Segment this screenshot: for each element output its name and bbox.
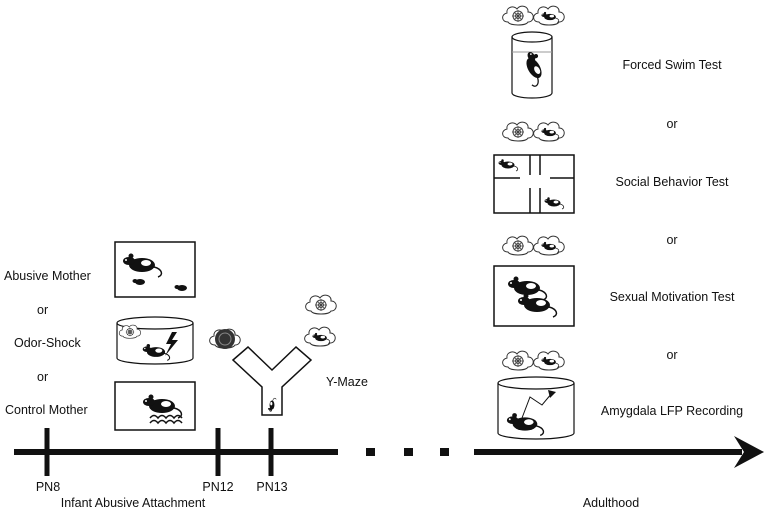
social-behavior-box <box>493 154 575 214</box>
test-sexual-motivation: Sexual Motivation Test <box>609 290 735 304</box>
condition-control-mother: Control Mother <box>5 403 88 417</box>
timeline-axis <box>14 428 764 476</box>
condition-abusive-mother: Abusive Mother <box>4 269 91 283</box>
odor-cloud-icon <box>534 122 565 141</box>
ellipsis-dot <box>404 448 413 456</box>
odor-cloud-icon <box>503 351 534 370</box>
odor-shock-chamber <box>116 316 194 365</box>
sexual-motivation-cage <box>493 265 575 327</box>
odor-cloud-icon <box>534 6 565 25</box>
odor-cloud-icon <box>503 122 534 141</box>
odor-cloud-icon <box>534 351 565 370</box>
lfp-recording-chamber <box>497 376 575 440</box>
control-mother-cage <box>114 381 196 431</box>
test-social-behavior: Social Behavior Test <box>615 175 729 189</box>
odor-cloud-icon <box>305 327 336 346</box>
test-amygdala-lfp: Amygdala LFP Recording <box>600 404 744 418</box>
abusive-mother-cage <box>114 241 196 298</box>
tick-label-pn8: PN8 <box>35 480 61 494</box>
test-forced-swim: Forced Swim Test <box>622 58 722 72</box>
y-maze-label: Y-Maze <box>326 375 368 389</box>
odor-cloud-icon <box>209 328 241 349</box>
or-label: or <box>37 370 49 384</box>
tick-label-pn13: PN13 <box>256 480 288 494</box>
or-label: or <box>666 233 678 247</box>
forced-swim-cylinder <box>511 31 553 99</box>
y-maze <box>231 345 313 416</box>
lightning-icon <box>165 332 178 356</box>
or-label: or <box>37 303 49 317</box>
odor-cloud-icon <box>534 236 565 255</box>
or-label: or <box>666 348 678 362</box>
odor-cloud-icon <box>503 6 534 25</box>
tick-label-pn12: PN12 <box>202 480 234 494</box>
ellipsis-dot <box>366 448 375 456</box>
odor-cloud-icon <box>503 236 534 255</box>
period-label-infant: Infant Abusive Attachment <box>60 496 206 510</box>
arrow-right-icon <box>734 436 764 468</box>
period-label-adulthood: Adulthood <box>582 496 640 510</box>
condition-odor-shock: Odor-Shock <box>14 336 81 350</box>
odor-cloud-icon <box>306 295 337 314</box>
ellipsis-dot <box>440 448 449 456</box>
or-label: or <box>666 117 678 131</box>
